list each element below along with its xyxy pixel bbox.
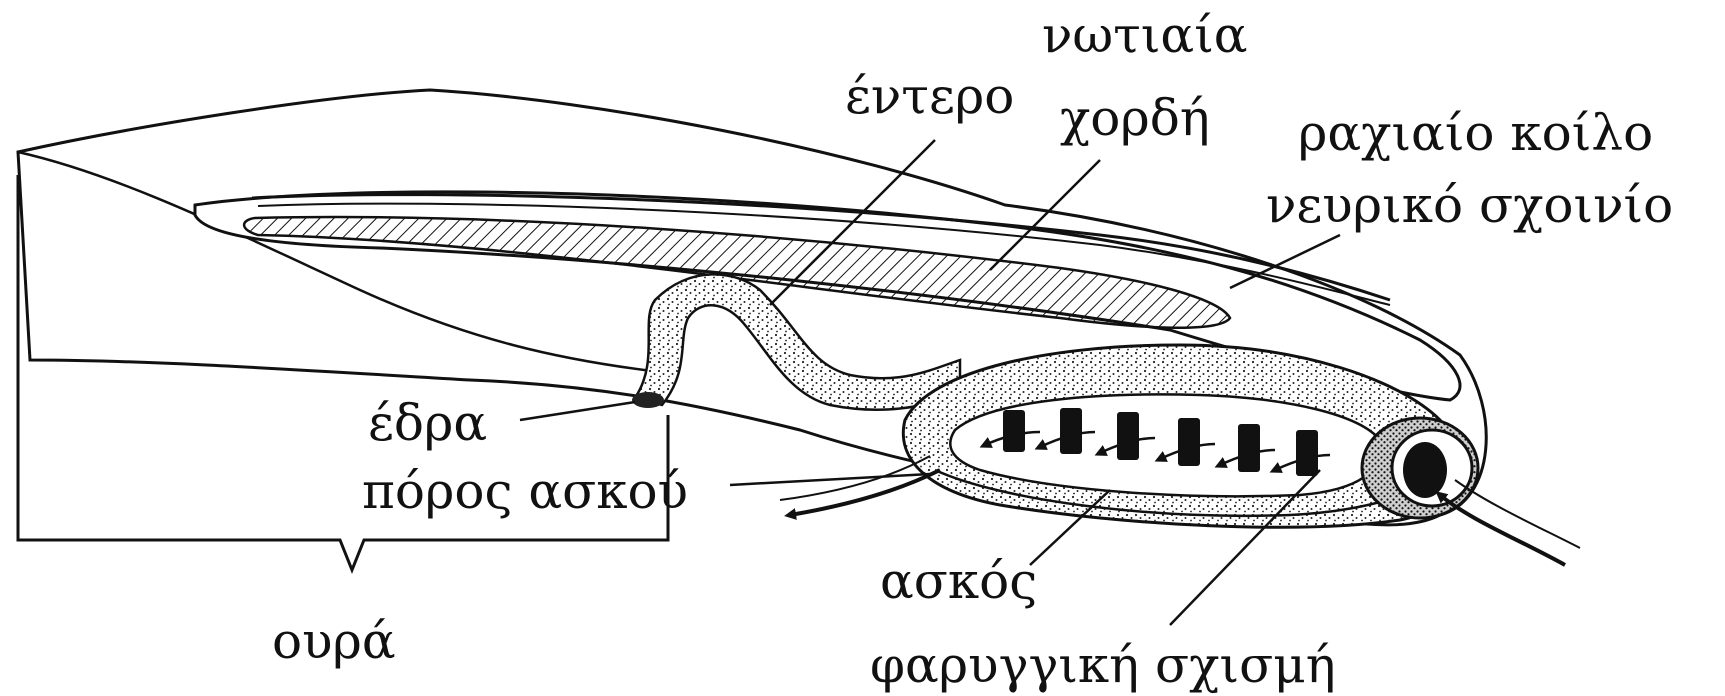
label-enteron: έντερο: [845, 67, 1014, 125]
label-tail: ουρά: [272, 612, 396, 670]
leader-atriopore: [730, 474, 930, 485]
gill-slit: [1117, 412, 1139, 460]
label-pharyngeal-slit: φαρυγγική σχισμή: [870, 636, 1336, 694]
gill-slit: [1178, 418, 1200, 466]
label-nerve-cord-line1: ραχιαίο κοίλο: [1298, 104, 1653, 162]
label-nerve-cord-line2: νευρικό σχοινίο: [1266, 176, 1673, 234]
label-notochord-line1: νωτιαία: [1042, 6, 1248, 64]
label-atrium: ασκός: [880, 552, 1037, 610]
leader-anus: [520, 402, 635, 420]
mouth-throat: [1403, 442, 1447, 498]
label-anus: έδρα: [368, 394, 487, 452]
dorsal-fin-contour: [18, 152, 660, 372]
gill-slit: [1003, 410, 1025, 452]
gill-slit: [1238, 424, 1260, 472]
label-atriopore: πόρος ασκού: [362, 462, 688, 520]
gill-slit: [1060, 408, 1082, 454]
label-notochord-line2: χορδή: [1060, 89, 1210, 147]
anus-opening: [632, 392, 664, 408]
gill-slit: [1296, 430, 1318, 476]
